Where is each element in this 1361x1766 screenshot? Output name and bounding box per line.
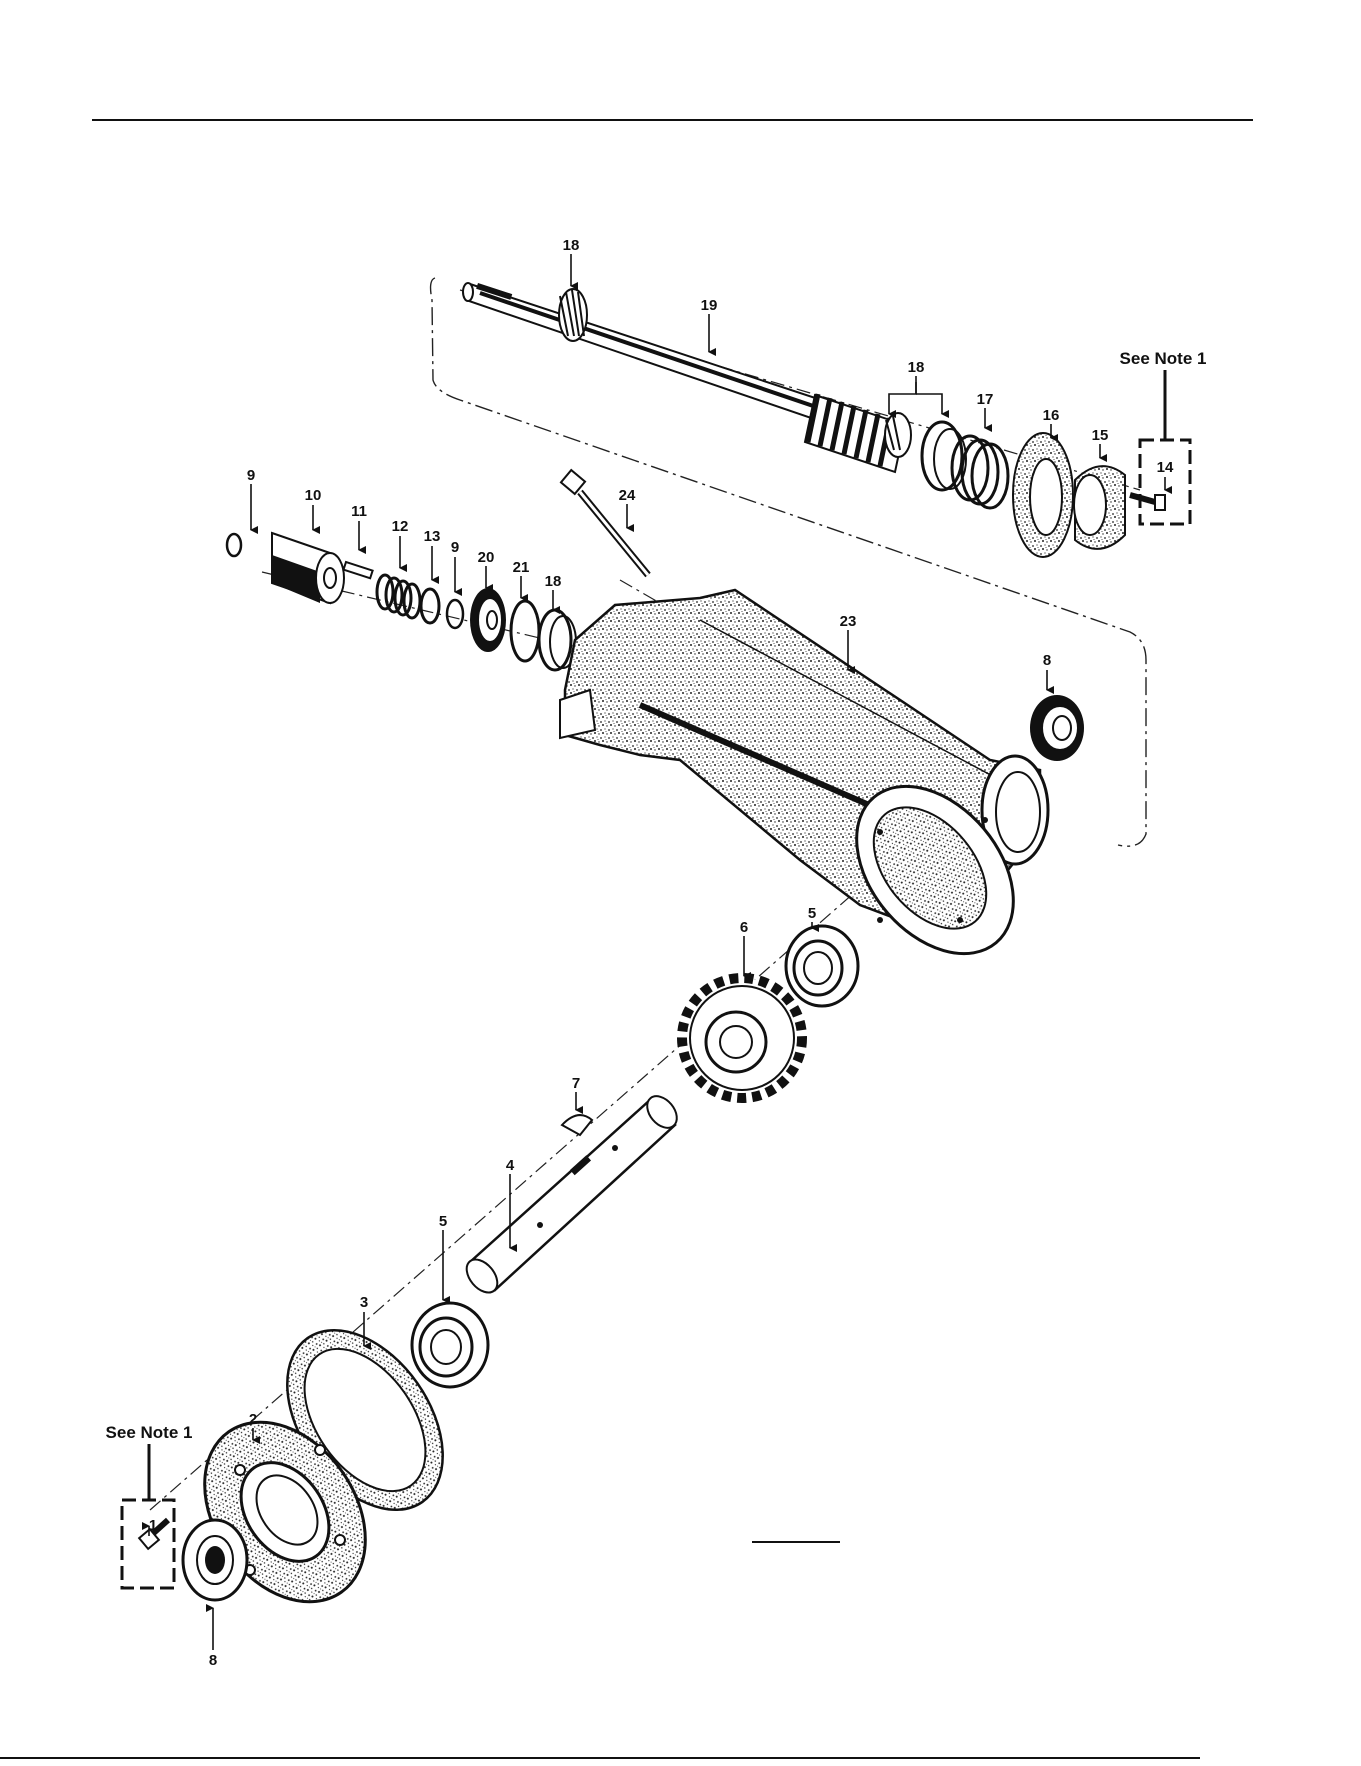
gear-6 [682, 978, 802, 1098]
spring-12 [377, 575, 420, 618]
callout-7: 7 [572, 1075, 580, 1092]
callout-8-upper: 8 [1043, 652, 1051, 669]
callout-19: 19 [701, 297, 718, 314]
callout-5-lower: 5 [439, 1213, 447, 1230]
callout-20: 20 [478, 549, 495, 566]
callout-6: 6 [740, 919, 748, 936]
bolt-14 [1130, 495, 1165, 510]
gear-housing-23 [560, 590, 1048, 984]
bearing-cup-18 [922, 422, 966, 490]
callout-17: 17 [977, 391, 994, 408]
bearing-cone-right [885, 413, 911, 457]
vent-tube-24 [561, 470, 648, 575]
oil-seal-8b [183, 1520, 247, 1600]
bearing-cone-left [559, 289, 587, 341]
callout-10: 10 [305, 487, 322, 504]
snap-ring-9a [227, 534, 241, 556]
centerline-lower [150, 800, 960, 1510]
callout-12: 12 [392, 518, 409, 535]
callout-15: 15 [1092, 427, 1109, 444]
woodruff-key-7 [562, 1115, 592, 1135]
ball-bearing-5b [412, 1303, 488, 1387]
callout-18-right: 18 [908, 359, 925, 376]
ball-bearing-5a [786, 926, 858, 1006]
washer-13 [421, 589, 439, 623]
callout-11: 11 [351, 503, 367, 520]
callout-23: 23 [840, 613, 857, 630]
callout-4: 4 [506, 1157, 515, 1174]
callout-3: 3 [360, 1294, 368, 1311]
end-cap-15 [1074, 466, 1125, 549]
callout-9-right: 9 [451, 539, 459, 556]
callout-18-top: 18 [563, 237, 580, 254]
coupling-10 [272, 533, 344, 603]
see-note-top: See Note 1 [1120, 349, 1207, 368]
callout-5-upper: 5 [808, 905, 816, 922]
callout-8-lower: 8 [209, 1652, 217, 1669]
bearing-20 [470, 588, 506, 652]
snap-ring-21 [511, 601, 539, 661]
callout-2: 2 [249, 1411, 257, 1428]
see-note-bottom: See Note 1 [106, 1423, 193, 1442]
callout-21: 21 [513, 559, 530, 576]
callout-9-left: 9 [247, 467, 255, 484]
callout-1: 1 [149, 1517, 157, 1534]
snap-ring-9b [447, 600, 463, 628]
callout-18-input: 18 [545, 573, 562, 590]
callout-14: 14 [1157, 459, 1174, 476]
callout-16: 16 [1043, 407, 1060, 424]
callout-13: 13 [424, 528, 441, 545]
ball-bearing-8a [1030, 695, 1084, 761]
callout-24: 24 [619, 487, 636, 504]
gasket-16 [1013, 433, 1073, 557]
key-11 [344, 562, 373, 578]
